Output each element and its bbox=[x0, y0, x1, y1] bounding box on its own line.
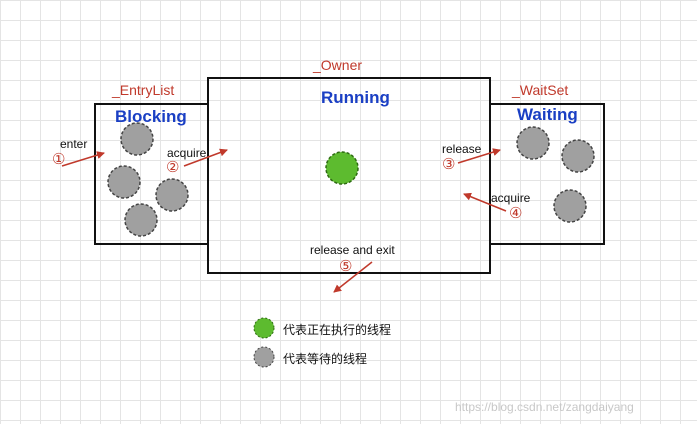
enter-arrow bbox=[61, 151, 105, 167]
acquire-arrow bbox=[183, 148, 228, 167]
transition-label-release: release bbox=[442, 142, 482, 156]
entry-list-label: _EntryList bbox=[112, 82, 175, 98]
wait-set-label: _WaitSet bbox=[512, 82, 569, 98]
blocking-label: Blocking bbox=[115, 107, 187, 126]
transition-number-3: ③ bbox=[442, 156, 456, 173]
blocked-thread bbox=[120, 122, 154, 156]
transition-label-acquire: acquire bbox=[167, 146, 207, 160]
blocked-thread bbox=[155, 178, 189, 212]
waiting-thread bbox=[553, 189, 587, 223]
blocked-thread bbox=[124, 203, 158, 237]
legend-waiting-text: 代表等待的线程 bbox=[283, 352, 368, 366]
waiting-thread bbox=[561, 139, 595, 173]
waiting-label: Waiting bbox=[517, 105, 578, 124]
transition-number-4: ④ bbox=[509, 205, 523, 222]
legend-running-text: 代表正在执行的线程 bbox=[283, 323, 392, 337]
blocked-thread bbox=[107, 165, 141, 199]
transition-label-release-exit: release and exit bbox=[310, 243, 395, 257]
transition-number-1: ① bbox=[52, 151, 66, 168]
transition-number-5: ⑤ bbox=[339, 258, 353, 275]
waiting-thread bbox=[516, 126, 550, 160]
watermark: https://blog.csdn.net/zangdaiyang bbox=[455, 400, 634, 414]
running-label: Running bbox=[321, 88, 390, 107]
legend-waiting-dot bbox=[253, 346, 275, 368]
running-thread bbox=[325, 151, 359, 185]
transition-number-2: ② bbox=[166, 159, 180, 176]
release-arrow bbox=[457, 148, 501, 164]
transition-label-enter: enter bbox=[60, 137, 88, 151]
owner-label: _Owner bbox=[313, 57, 363, 73]
transition-label-acquire-back: acquire bbox=[491, 191, 531, 205]
release-exit-arrow bbox=[333, 261, 373, 293]
legend-running-dot bbox=[253, 317, 275, 339]
acquire-back-arrow bbox=[463, 192, 507, 212]
